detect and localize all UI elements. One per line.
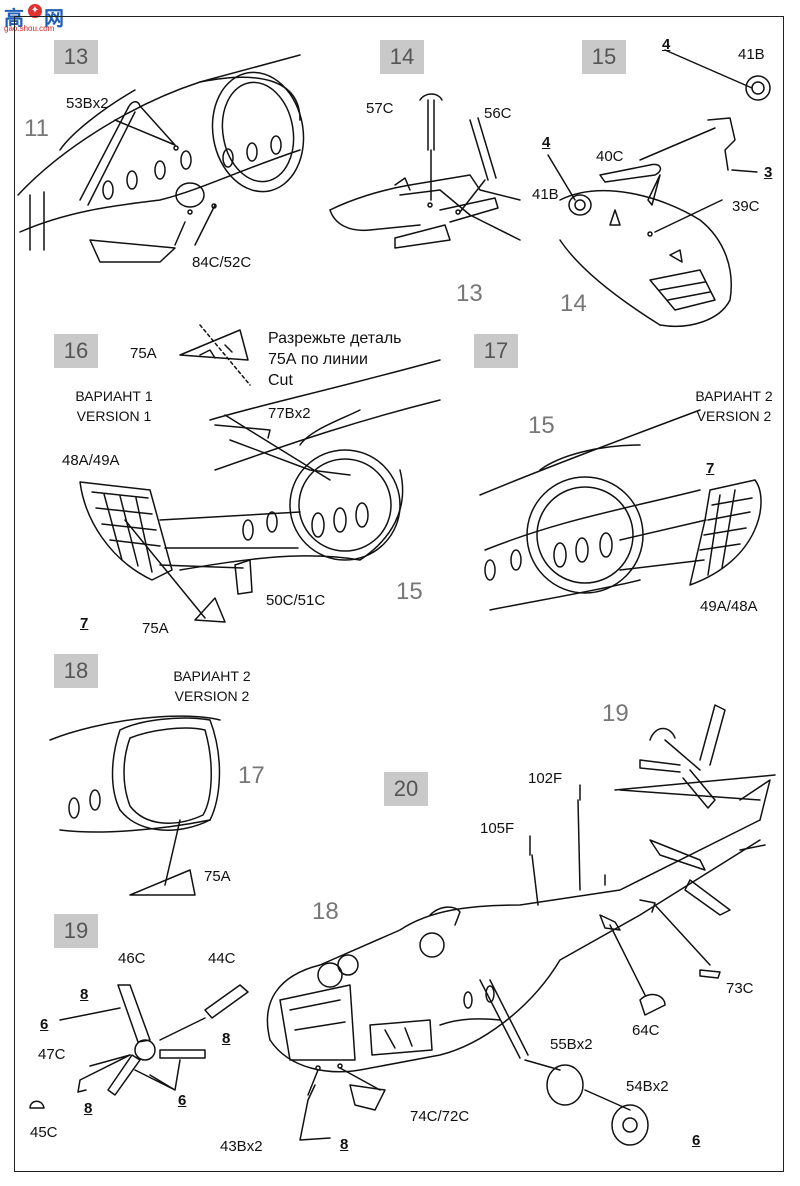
step16-drawing [79, 324, 441, 623]
step-number-17: 17 [474, 334, 518, 368]
part-label-77B: 77Bx2 [268, 405, 311, 422]
part-label-41B: 41B [532, 186, 559, 203]
ref-step-11: 11 [24, 115, 49, 142]
logo-url: gao.shou.com [4, 24, 55, 33]
variant-2a-line-2: VERSION 2 [696, 408, 772, 424]
ref-step-18: 18 [312, 898, 339, 925]
part-label-74C-72C: 74C/72C [410, 1108, 470, 1125]
part-label-7-left: 7 [80, 615, 89, 632]
step-number-19: 19 [54, 914, 98, 948]
step15-drawing [547, 49, 771, 327]
part-label-45C: 45C [30, 1124, 58, 1141]
variant-1-line-2: VERSION 1 [76, 408, 152, 424]
ref-step-15-bottom: 15 [396, 578, 423, 605]
part-label-75A-18: 75A [204, 868, 231, 885]
ref-step-15-top: 15 [528, 412, 555, 439]
part-label-8-lower: 8 [84, 1100, 93, 1117]
variant-2-label-17: ВАРИАНТ 2 VERSION 2 [684, 386, 784, 426]
part-label-41B-top: 41B [738, 46, 765, 63]
part-label-7-right: 7 [706, 460, 715, 477]
step-number-16: 16 [54, 334, 98, 368]
part-label-75A-cut: 75A [130, 345, 157, 362]
step17-drawing [479, 409, 762, 611]
step19-rotor-drawing [29, 984, 249, 1109]
step13-drawing [17, 54, 305, 263]
part-label-4-top: 4 [662, 36, 671, 53]
variant-2b-line-1: ВАРИАНТ 2 [173, 668, 251, 684]
variant-2-label-18: ВАРИАНТ 2 VERSION 2 [162, 666, 262, 706]
step-number-13: 13 [54, 40, 98, 74]
ref-step-19: 19 [602, 700, 629, 727]
part-label-8-right: 8 [222, 1030, 231, 1047]
ref-step-14: 14 [560, 290, 587, 317]
logo-star-icon: ✦ [28, 4, 42, 18]
logo-char-2: 网 [44, 8, 64, 30]
step-number-18: 18 [54, 654, 98, 688]
part-label-50C-51C: 50C/51C [266, 592, 326, 609]
cut-note-line-2: 75А по линии [268, 351, 368, 368]
part-label-3: 3 [764, 164, 773, 181]
step-number-14: 14 [380, 40, 424, 74]
part-label-56C: 56C [484, 105, 512, 122]
ref-step-13: 13 [456, 280, 483, 307]
variant-2b-line-2: VERSION 2 [174, 688, 250, 704]
part-label-6-wheel: 6 [692, 1132, 701, 1149]
part-label-8-bottom: 8 [340, 1136, 349, 1153]
part-label-4: 4 [542, 134, 551, 151]
variant-1-line-1: ВАРИАНТ 1 [75, 388, 153, 404]
variant-2a-line-1: ВАРИАНТ 2 [695, 388, 773, 404]
step18-drawing [49, 715, 221, 896]
part-label-6-left: 6 [40, 1016, 49, 1033]
step14-drawing [329, 93, 521, 249]
part-label-43B: 43Bx2 [220, 1138, 263, 1155]
part-label-105F: 105F [480, 820, 515, 837]
step19-small-drawing [614, 704, 776, 809]
part-label-84C-52C: 84C/52C [192, 254, 252, 271]
part-label-48A-49A: 48A/49A [62, 452, 120, 469]
cut-note-line-3: Cut [268, 372, 293, 389]
part-label-49A-48A: 49A/48A [700, 598, 758, 615]
page-frame [14, 16, 784, 1172]
part-label-44C: 44C [208, 950, 236, 967]
part-label-47C: 47C [38, 1046, 66, 1063]
part-label-53B: 53Bx2 [66, 95, 109, 112]
part-label-8-top: 8 [80, 986, 89, 1003]
part-label-54B: 54Bx2 [626, 1078, 669, 1095]
step-number-15: 15 [582, 40, 626, 74]
part-label-57C: 57C [366, 100, 394, 117]
cut-instruction-note: Разрежьте деталь 75А по линии Cut [268, 328, 402, 391]
part-label-64C: 64C [632, 1022, 660, 1039]
part-label-39C: 39C [732, 198, 760, 215]
part-label-46C: 46C [118, 950, 146, 967]
part-label-75A-16: 75A [142, 620, 169, 637]
part-label-55B: 55Bx2 [550, 1036, 593, 1053]
cut-note-line-1: Разрежьте деталь [268, 330, 402, 347]
part-label-102F: 102F [528, 770, 563, 787]
part-label-40C: 40C [596, 148, 624, 165]
site-logo: 高 ✦ 网 gao.shou.com [4, 2, 68, 34]
ref-step-17: 17 [238, 762, 265, 789]
step-number-20: 20 [384, 772, 428, 806]
part-label-73C: 73C [726, 980, 754, 997]
variant-1-label: ВАРИАНТ 1 VERSION 1 [64, 386, 164, 426]
step20-helicopter [266, 779, 771, 1146]
part-label-6-right: 6 [178, 1092, 187, 1109]
